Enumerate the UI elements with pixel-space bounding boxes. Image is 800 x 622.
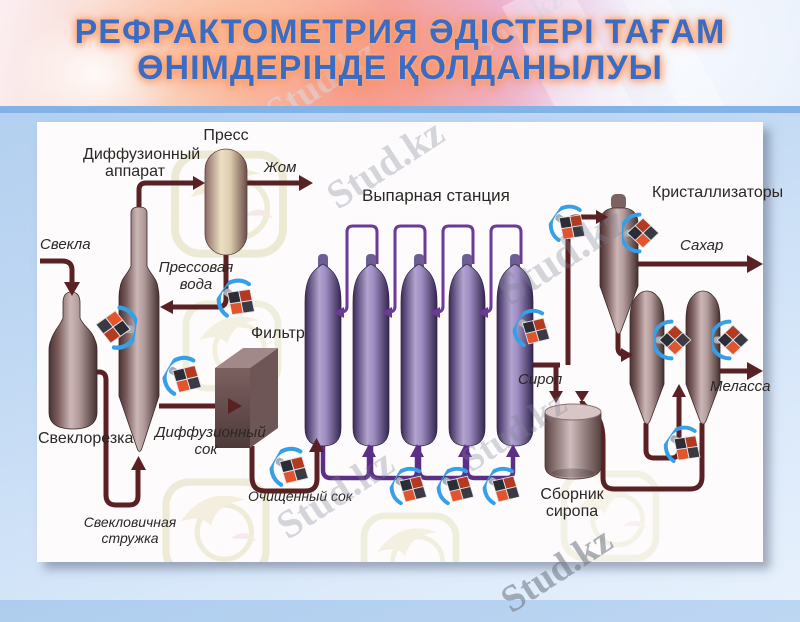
- label-beet-cutter: Свеклорезка: [38, 430, 134, 447]
- label-purified-juice: Очищенный сок: [248, 488, 353, 504]
- header-divider: [0, 106, 800, 113]
- label-diffusion-apparatus: Диффузионный аппарат: [83, 146, 201, 180]
- label-diffusion-juice: Диффузионный сок: [155, 424, 266, 458]
- label-beet: Свекла: [40, 236, 91, 253]
- label-syrup-collector: Сборник сиропа: [540, 486, 604, 520]
- label-sugar: Сахар: [680, 237, 724, 254]
- label-pulp: Жом: [264, 159, 297, 176]
- label-evaporation-station: Выпарная станция: [362, 186, 510, 205]
- label-press-water: Прессовая вода: [158, 259, 234, 293]
- label-press: Пресс: [203, 127, 249, 144]
- slide-title-line1: РЕФРАКТОМЕТРИЯ ӘДІСТЕРІ ТАҒАМ: [74, 13, 726, 51]
- label-crystallizers: Кристаллизаторы: [652, 184, 784, 201]
- label-syrup: Сироп: [518, 371, 563, 388]
- label-molasses: Меласса: [710, 378, 771, 395]
- label-filter: Фильтр: [251, 325, 305, 342]
- slide-header: Stud.kz Stud.kz РЕФРАКТОМЕТРИЯ ӘДІСТЕРІ …: [0, 0, 800, 106]
- label-beet-chips: Свекловичная стружка: [83, 514, 177, 546]
- slide-title-line2: ӨНІМДЕРІНДЕ ҚОЛДАНЫЛУЫ: [137, 49, 663, 87]
